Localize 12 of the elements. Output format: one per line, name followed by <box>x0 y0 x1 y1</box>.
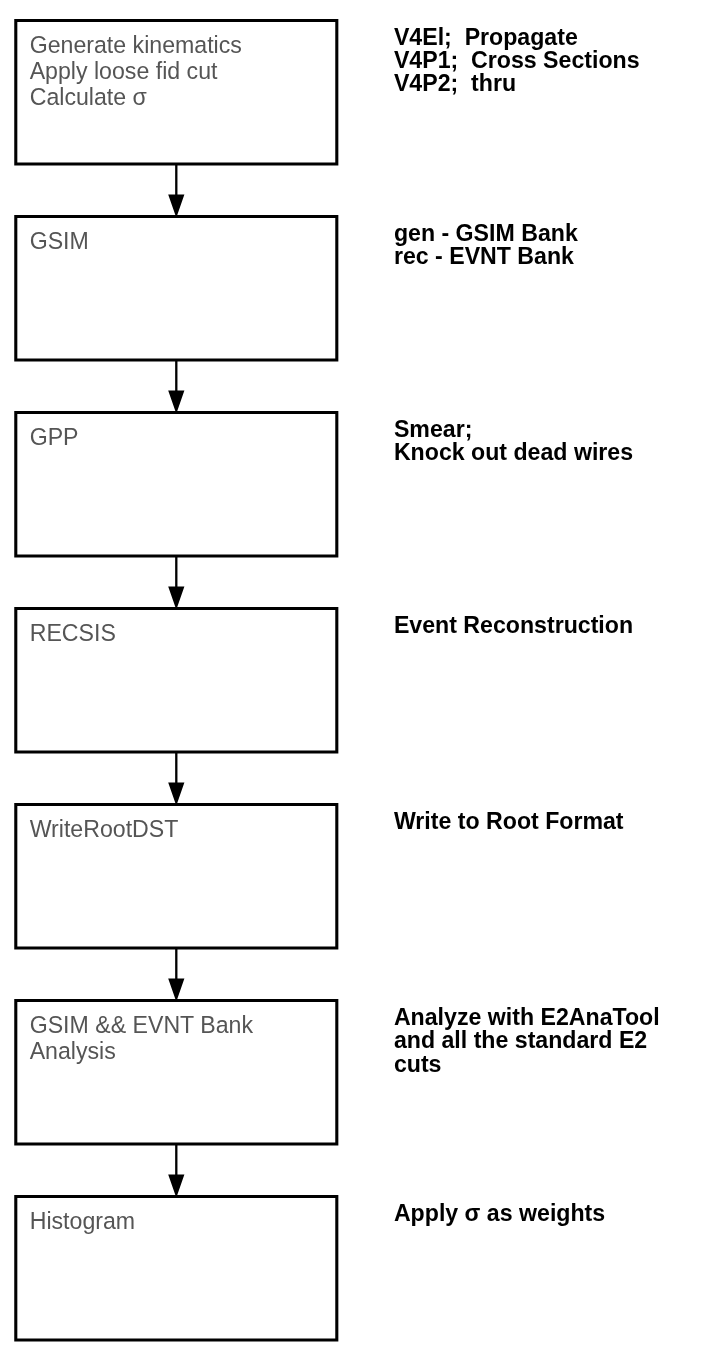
arrow <box>168 752 185 806</box>
node-label: Event Reconstruction <box>393 611 634 638</box>
node-label: Apply σ as weights <box>393 1199 606 1226</box>
arrow <box>168 360 185 414</box>
node-label: Smear; <box>393 415 473 442</box>
node-label: Analyze with E2AnaTool and all the standard E2 cuts <box>393 1003 660 1077</box>
node-label: V4El; Propagate <box>393 23 578 50</box>
arrow <box>168 556 185 610</box>
arrow <box>168 1144 185 1198</box>
node-label: Write to Root Format <box>393 807 624 834</box>
arrow <box>168 948 185 1002</box>
arrow <box>168 164 185 218</box>
